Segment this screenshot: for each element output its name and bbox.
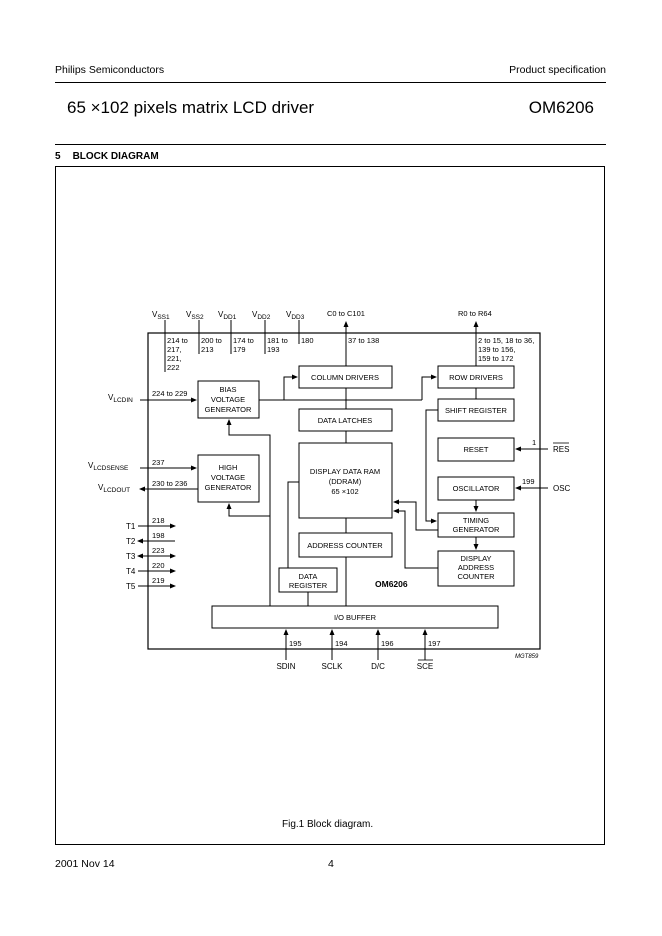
timing-generator-label: TIMING bbox=[463, 516, 489, 525]
vss1-label: VSS1 bbox=[152, 310, 170, 321]
company-name: Philips Semiconductors bbox=[55, 64, 165, 76]
vlcdsense-label: VLCDSENSE bbox=[88, 461, 129, 472]
row-output-pins: 2 to 15, 18 to 36, bbox=[478, 336, 534, 345]
header-divider bbox=[55, 82, 606, 83]
io-buffer-label: I/O BUFFER bbox=[334, 613, 377, 622]
sdin-label: SDIN bbox=[276, 662, 295, 671]
dc-label: D/C bbox=[371, 662, 385, 671]
high-voltage-generator-block bbox=[197, 454, 260, 503]
res-label: RES bbox=[553, 445, 569, 454]
vdd1-pin: 174 to bbox=[233, 336, 254, 345]
section-title: BLOCK DIAGRAM bbox=[72, 151, 159, 162]
sdin-pin: 195 bbox=[289, 639, 302, 648]
chip-label: OM6206 bbox=[375, 579, 408, 589]
row-output-pins: 159 to 172 bbox=[478, 354, 513, 363]
bias-label: BIAS bbox=[219, 385, 236, 394]
test-pin-label: T5 bbox=[126, 582, 136, 591]
display-address-counter-label: COUNTER bbox=[457, 572, 495, 581]
io-buffer-block bbox=[211, 605, 499, 629]
vss1-pin: 217, bbox=[167, 345, 182, 354]
section-number: 5 bbox=[55, 151, 61, 162]
vdd3-pin: 180 bbox=[301, 336, 314, 345]
sclk-pin: 194 bbox=[335, 639, 348, 648]
test-pin-label: T3 bbox=[126, 552, 136, 561]
test-pin-label: T2 bbox=[126, 537, 136, 546]
sce-label: SCE bbox=[417, 662, 433, 671]
vlcdout-pins: 230 to 236 bbox=[152, 479, 187, 488]
chip-outline bbox=[147, 332, 541, 650]
oscillator-label: OSCILLATOR bbox=[453, 484, 500, 493]
ddram-label: 65 ×102 bbox=[331, 487, 358, 496]
test-pin-number: 218 bbox=[152, 516, 165, 525]
bias-label: VOLTAGE bbox=[211, 395, 245, 404]
vdd2-label: VDD2 bbox=[252, 310, 271, 321]
vdd3-label: VDD3 bbox=[286, 310, 305, 321]
hv-label: VOLTAGE bbox=[211, 473, 245, 482]
timing-generator-label: GENERATOR bbox=[453, 525, 500, 534]
vss1-pin: 221, bbox=[167, 354, 182, 363]
test-pin-number: 219 bbox=[152, 576, 165, 585]
sce-pin: 197 bbox=[428, 639, 441, 648]
data-register-label: DATA bbox=[299, 572, 318, 581]
reset-label: RESET bbox=[463, 445, 488, 454]
footer-date: 2001 Nov 14 bbox=[55, 858, 115, 870]
vdd1-label: VDD1 bbox=[218, 310, 237, 321]
column-drivers-label: COLUMN DRIVERS bbox=[311, 373, 379, 382]
data-register-label: REGISTER bbox=[289, 581, 328, 590]
page-number: 4 bbox=[328, 858, 334, 870]
vss1-pin: 214 to bbox=[167, 336, 188, 345]
vss2-label: VSS2 bbox=[186, 310, 204, 321]
shift-register-label: SHIFT REGISTER bbox=[445, 406, 508, 415]
test-pin-number: 220 bbox=[152, 561, 165, 570]
res-pin: 1 bbox=[532, 438, 536, 447]
sclk-label: SCLK bbox=[322, 662, 344, 671]
test-pin-label: T4 bbox=[126, 567, 136, 576]
test-pin-label: T1 bbox=[126, 522, 136, 531]
reset-block bbox=[437, 437, 515, 462]
part-number: OM6206 bbox=[528, 98, 594, 117]
osc-pin: 199 bbox=[522, 477, 535, 486]
row-output-label: R0 to R64 bbox=[458, 309, 492, 318]
address-counter-label: ADDRESS COUNTER bbox=[307, 541, 383, 550]
vss1-pin: 222 bbox=[167, 363, 180, 372]
figure-reference: MGT859 bbox=[515, 654, 539, 660]
vlcdin-label: VLCDIN bbox=[108, 393, 133, 404]
section-heading: 5 BLOCK DIAGRAM bbox=[55, 151, 159, 162]
hv-label: HIGH bbox=[219, 463, 238, 472]
row-output-pins: 139 to 156, bbox=[478, 345, 516, 354]
column-output-label: C0 to C101 bbox=[327, 309, 365, 318]
figure-caption: Fig.1 Block diagram. bbox=[282, 819, 374, 830]
hv-label: GENERATOR bbox=[205, 483, 252, 492]
title-divider bbox=[55, 144, 606, 145]
display-address-counter-label: DISPLAY bbox=[460, 554, 491, 563]
vdd2-pin: 181 to bbox=[267, 336, 288, 345]
ddram-label: (DDRAM) bbox=[329, 477, 362, 486]
document-type: Product specification bbox=[509, 64, 606, 76]
vss2-pin: 200 to bbox=[201, 336, 222, 345]
osc-label: OSC bbox=[553, 484, 571, 493]
vlcdin-pins: 224 to 229 bbox=[152, 389, 187, 398]
bias-label: GENERATOR bbox=[205, 405, 252, 414]
row-drivers-label: ROW DRIVERS bbox=[449, 373, 503, 382]
data-latches-label: DATA LATCHES bbox=[318, 416, 373, 425]
display-address-counter-label: ADDRESS bbox=[458, 563, 494, 572]
vdd1-pin: 179 bbox=[233, 345, 246, 354]
ddram-label: DISPLAY DATA RAM bbox=[310, 467, 380, 476]
vdd2-pin: 193 bbox=[267, 345, 280, 354]
document-title: 65 ×102 pixels matrix LCD driver bbox=[67, 98, 315, 117]
dc-pin: 196 bbox=[381, 639, 394, 648]
test-pin-number: 223 bbox=[152, 546, 165, 555]
figure-frame bbox=[55, 166, 605, 845]
vss2-pin: 213 bbox=[201, 345, 214, 354]
vlcdout-label: VLCDOUT bbox=[98, 483, 130, 494]
test-pin-number: 198 bbox=[152, 531, 165, 540]
column-output-pins: 37 to 138 bbox=[348, 336, 379, 345]
vlcdsense-pins: 237 bbox=[152, 458, 165, 467]
